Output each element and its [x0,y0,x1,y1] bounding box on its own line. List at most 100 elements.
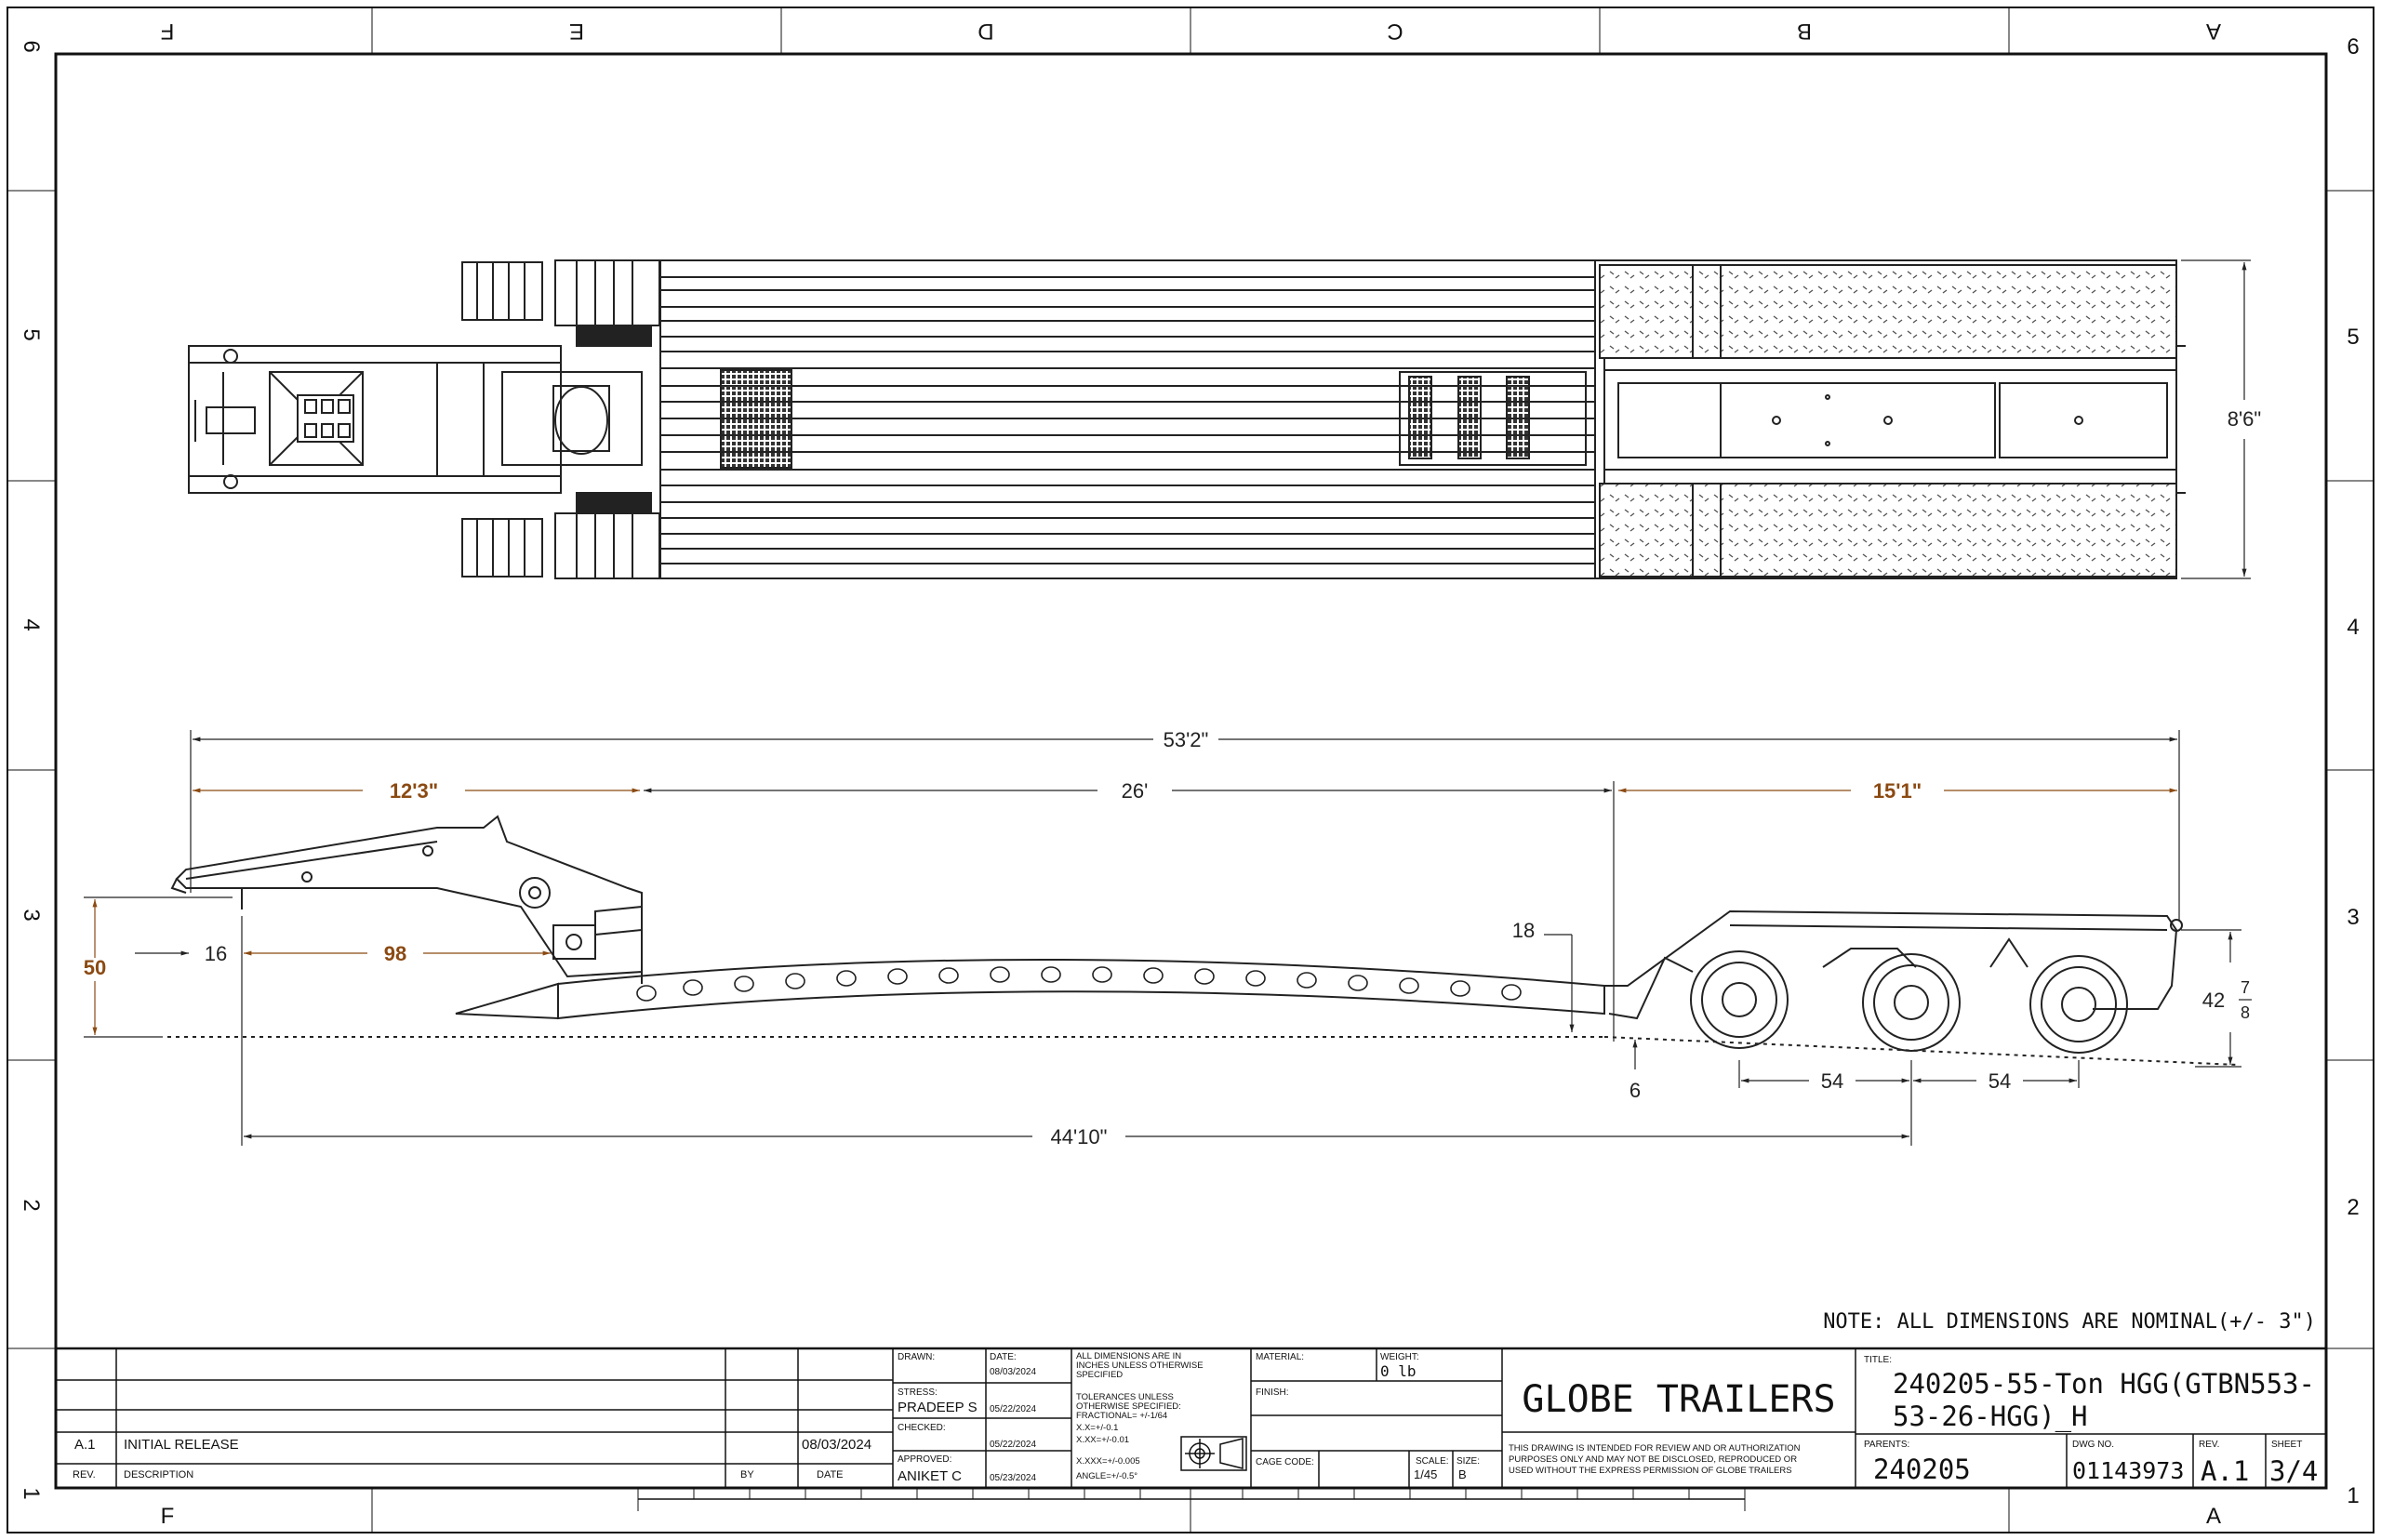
zone-label: 1 [19,1487,44,1499]
overall-length-label: 53'2" [1164,728,1209,751]
zone-labels-top: F E D C B A [161,19,2221,44]
dimension-lines-brown [92,788,2177,1035]
dimension-labels-brown: 12'3" 15'1" 50 98 [84,779,1922,979]
ruler-ticks [693,1488,1690,1499]
rev-header: REV. [73,1469,96,1480]
zone-label: 2 [19,1199,44,1211]
tolerance-line: TOLERANCES UNLESS [1076,1392,1174,1402]
dim-6-label: 6 [1629,1079,1641,1102]
dim-18-label: 18 [1512,919,1535,942]
title-area: TITLE: 240205-55-Ton HGG(GTBN553- 53-26-… [1864,1355,2318,1487]
rev-label: REV. [2199,1440,2219,1450]
revision-table: A.1 INITIAL RELEASE 08/03/2024 REV. DESC… [73,1437,871,1480]
disclaimer: THIS DRAWING IS INTENDED FOR REVIEW AND … [1509,1443,1801,1476]
zone-label: 2 [2347,1195,2359,1220]
zone-label: A [2206,1504,2221,1529]
date-label: DATE: [990,1352,1017,1362]
title-label: TITLE: [1864,1355,1892,1365]
dim-98-label: 98 [384,942,406,965]
finish-label: FINISH: [1256,1387,1289,1398]
dimension-lines [84,730,2241,1146]
tolerance-line: X.X=+/-0.1 [1076,1423,1118,1433]
material-label: MATERIAL: [1256,1352,1304,1362]
checked-label: CHECKED: [898,1423,946,1433]
zone-label: 4 [19,618,44,631]
nominal-note: NOTE: ALL DIMENSIONS ARE NOMINAL(+/- 3") [1823,1310,2316,1334]
tolerance-notes: ALL DIMENSIONS ARE IN INCHES UNLESS OTHE… [1076,1351,1204,1481]
checked-date: 05/22/2024 [990,1440,1036,1450]
cage-code-label: CAGE CODE: [1256,1457,1314,1467]
zone-label: E [569,19,584,44]
tolerance-line: FRACTIONAL= +/-1/64 [1076,1411,1167,1421]
rev-value: A.1 [2201,1455,2249,1487]
rear-height-num: 7 [2241,978,2250,997]
top-view [188,259,2186,579]
zone-label: 4 [2347,615,2359,640]
tolerance-line: OTHERWISE SPECIFIED: [1076,1401,1181,1412]
weight-value: 0 lb [1380,1362,1417,1380]
approval-block: DRAWN: DATE: 08/03/2024 STRESS: PRADEEP … [898,1352,1036,1484]
approved-name: ANIKET C [898,1468,962,1484]
dim-50-label: 50 [84,956,106,979]
drawn-label: DRAWN: [898,1352,935,1362]
stress-name: PRADEEP S [898,1400,978,1415]
width-dimension [2181,259,2251,579]
drawing-border [7,7,2374,1533]
drawing-title-line1: 240205-55-Ton HGG(GTBN553- [1893,1368,2315,1400]
zone-label: F [161,1504,175,1529]
zone-label: B [1797,19,1812,44]
sheet-value: 3/4 [2269,1455,2318,1487]
zone-label: 3 [2347,905,2359,930]
approved-date: 05/23/2024 [990,1473,1036,1483]
ground-lines [167,1036,2238,1066]
zone-label: D [978,19,993,44]
zone-label: 3 [19,909,44,921]
drawing-title-line2: 53-26-HGG)_H [1893,1401,2088,1433]
parents-value: 240205 [1873,1454,1971,1485]
tolerance-line: X.XX=+/-0.01 [1076,1435,1129,1445]
sheet-label: SHEET [2271,1440,2302,1450]
company-name: GLOBE TRAILERS [1522,1378,1835,1421]
title-block [54,1347,2328,1490]
kingpin-axle-label: 44'10" [1051,1125,1108,1148]
width-dimension-label: 8'6" [2228,407,2261,431]
rev-description-cell: INITIAL RELEASE [124,1437,239,1453]
zone-label: A [2206,19,2221,44]
zone-label: 5 [19,328,44,340]
zone-label: F [161,19,175,44]
weight-label: WEIGHT: [1380,1352,1419,1362]
size-value: B [1458,1467,1467,1481]
zone-label: 5 [2347,325,2359,350]
description-header: DESCRIPTION [124,1469,193,1480]
rear-height-den: 8 [2241,1003,2250,1022]
rear-length-label: 15'1" [1873,779,1922,803]
rear-height-label: 42 [2202,989,2225,1012]
side-view [170,815,2183,1054]
approved-label: APPROVED: [898,1454,951,1465]
stress-label: STRESS: [898,1387,938,1398]
gooseneck-length-label: 12'3" [390,779,438,803]
zone-labels-bottom: F A [161,1504,2221,1529]
rev-cell: A.1 [74,1437,96,1453]
stress-date: 05/22/2024 [990,1404,1036,1414]
size-label: SIZE: [1457,1456,1480,1467]
tolerance-line: SPECIFIED [1076,1370,1123,1380]
dim-16-label: 16 [205,942,227,965]
dwg-no-label: DWG NO. [2072,1440,2114,1450]
scale-label: SCALE: [1416,1456,1449,1467]
zone-labels-left: 6 5 4 3 2 1 [19,40,44,1499]
disclaimer-line: PURPOSES ONLY AND MAY NOT BE DISCLOSED, … [1509,1454,1797,1465]
disclaimer-line: THIS DRAWING IS INTENDED FOR REVIEW AND … [1509,1443,1801,1454]
tolerance-line: ANGLE=+/-0.5° [1076,1471,1137,1481]
material-block: MATERIAL: WEIGHT: 0 lb FINISH: CAGE CODE… [1256,1352,1480,1481]
tolerance-line: X.XXX=+/-0.005 [1076,1456,1140,1467]
dwg-no-value: 01143973 [2072,1457,2184,1484]
parents-label: PARENTS: [1864,1440,1909,1450]
tolerance-line: ALL DIMENSIONS ARE IN [1076,1351,1181,1361]
axle-spacing-2-label: 54 [1989,1069,2011,1093]
scale-value: 1/45 [1414,1467,1437,1481]
axle-spacing-1-label: 54 [1821,1069,1843,1093]
disclaimer-line: USED WITHOUT THE EXPRESS PERMISSION OF G… [1509,1466,1792,1476]
drawn-date: 08/03/2024 [990,1367,1036,1377]
